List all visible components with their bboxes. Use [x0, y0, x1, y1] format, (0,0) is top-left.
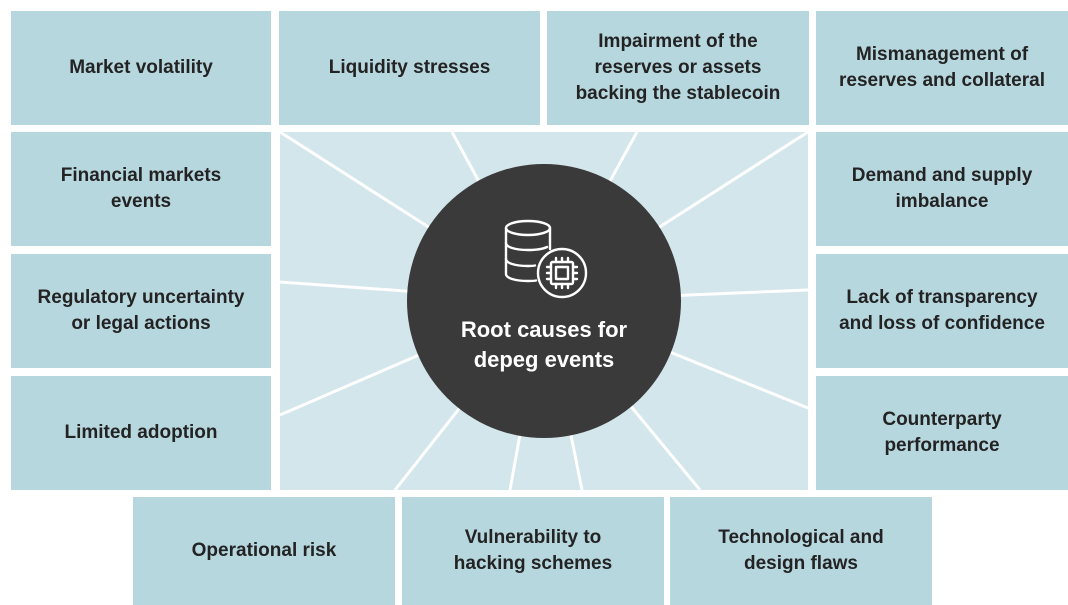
cause-label: Limited adoption	[64, 422, 218, 443]
cause-impairment-of-reserves: Impairment of the reserves or assets bac…	[547, 11, 809, 125]
cause-label: Lack of transparency and loss of confide…	[839, 287, 1045, 334]
cause-lack-of-transparency: Lack of transparency and loss of confide…	[816, 254, 1068, 368]
cause-label: Financial markets events	[60, 165, 222, 212]
cause-limited-adoption: Limited adoption	[11, 376, 271, 490]
cause-regulatory-uncertainty: Regulatory uncertainty or legal actions	[11, 254, 271, 368]
cause-vulnerability-to-hacking: Vulnerability to hacking schemes	[402, 497, 664, 605]
cause-label: Vulnerability to hacking schemes	[453, 527, 613, 574]
cause-label: Impairment of the reserves or assets bac…	[575, 31, 781, 104]
cause-label: Regulatory uncertainty or legal actions	[37, 287, 245, 334]
cause-label: Counterparty performance	[882, 409, 1002, 456]
cause-financial-markets-events: Financial markets events	[11, 132, 271, 246]
cause-label: Technological and design flaws	[718, 527, 884, 574]
cause-market-volatility: Market volatility	[11, 11, 271, 125]
cause-technological-design-flaws: Technological and design flaws	[670, 497, 932, 605]
cause-liquidity-stresses: Liquidity stresses	[279, 11, 540, 125]
cause-mismanagement-of-reserves: Mismanagement of reserves and collateral	[816, 11, 1068, 125]
cause-operational-risk: Operational risk	[133, 497, 395, 605]
cause-label: Demand and supply imbalance	[851, 165, 1033, 212]
database-chip-icon	[504, 219, 588, 299]
hub-title: Root causes for depeg events	[460, 317, 628, 372]
cause-label: Market volatility	[69, 57, 213, 78]
center-hub: Root causes for depeg events	[407, 164, 681, 438]
cause-counterparty-performance: Counterparty performance	[816, 376, 1068, 490]
cause-label: Operational risk	[191, 540, 337, 561]
cause-label: Mismanagement of reserves and collateral	[839, 44, 1045, 91]
cause-demand-supply-imbalance: Demand and supply imbalance	[816, 132, 1068, 246]
cause-label: Liquidity stresses	[328, 57, 491, 78]
